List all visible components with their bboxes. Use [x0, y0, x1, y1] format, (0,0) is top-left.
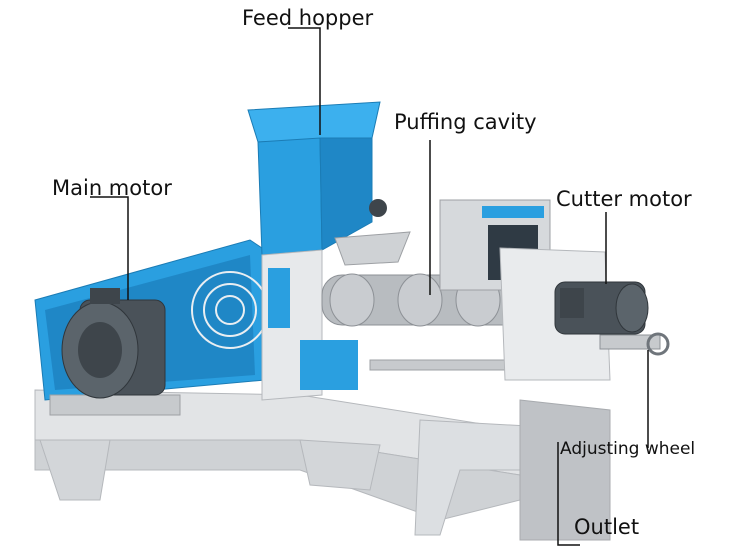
main-motor-leader	[90, 196, 129, 300]
puffing-cavity-label: Puffing cavity	[394, 110, 537, 134]
cutter-motor-label: Cutter motor	[556, 187, 692, 211]
adjusting-wheel	[599, 332, 670, 356]
feed-hopper-label: Feed hopper	[242, 6, 374, 30]
outlet-leader	[557, 442, 580, 546]
feed-hopper-leader	[288, 27, 321, 135]
cutter-motor	[499, 247, 649, 381]
outlet-label: Outlet	[574, 515, 640, 539]
leader-lines	[90, 27, 649, 546]
feed-hopper	[247, 101, 387, 401]
main-motor-label: Main motor	[52, 176, 172, 200]
control-cabinet	[439, 199, 551, 291]
adjusting-wheel-label: Adjusting wheel	[560, 439, 696, 459]
base-frame	[34, 389, 611, 541]
main-motor	[49, 288, 181, 416]
